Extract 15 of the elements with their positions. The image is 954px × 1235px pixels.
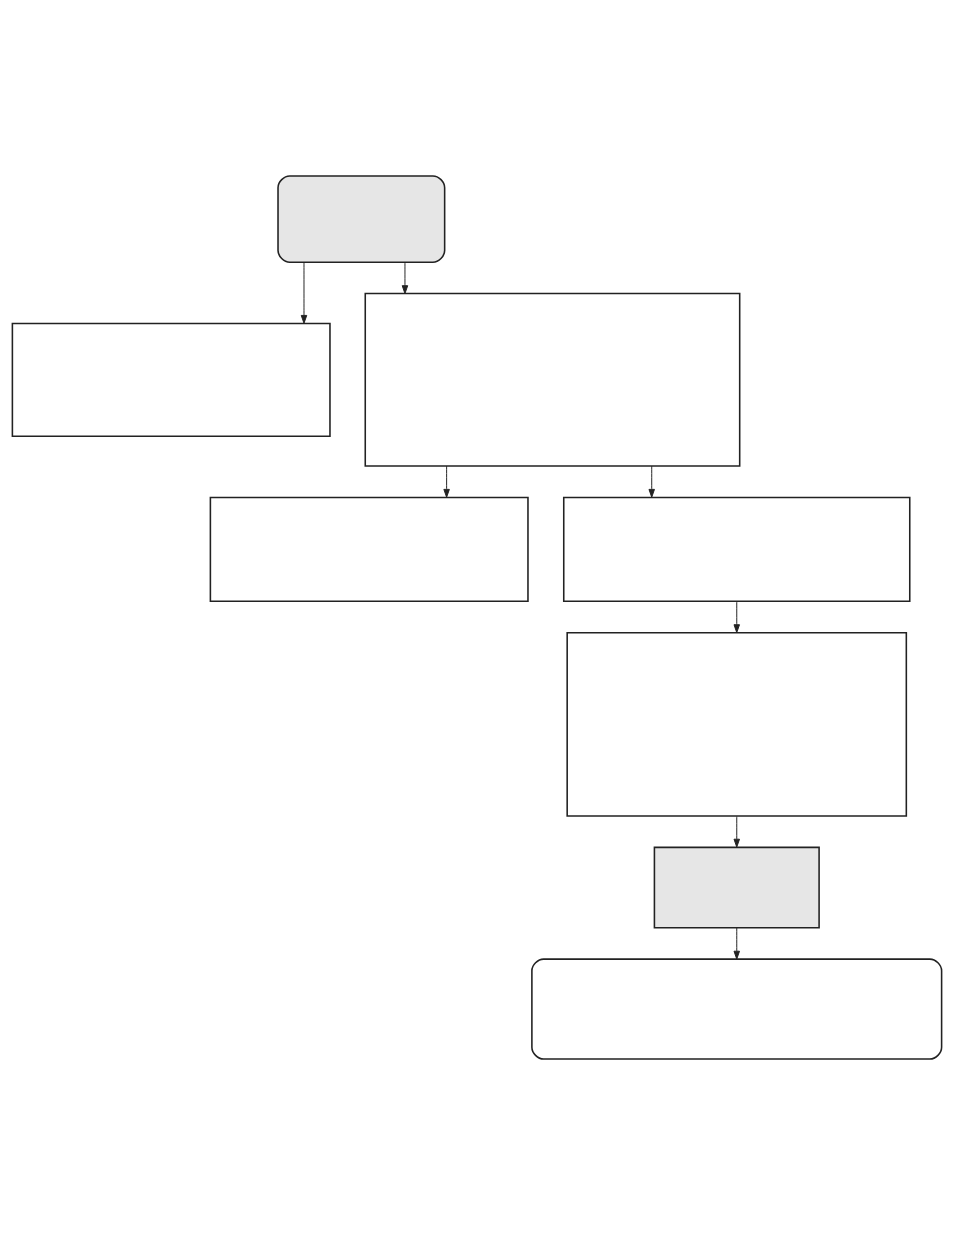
arrow (733, 815, 740, 848)
node-box (364, 292, 741, 467)
node-box (531, 958, 943, 1060)
node-box (653, 846, 820, 929)
node-box (566, 631, 908, 817)
arrow (733, 927, 740, 960)
node-box (11, 322, 331, 437)
arrow (648, 465, 655, 498)
arrow (443, 465, 450, 498)
arrow (300, 262, 308, 324)
arrow (733, 600, 740, 634)
node-box (562, 496, 911, 603)
node-box (209, 496, 529, 603)
node-box (277, 175, 446, 263)
arrow (401, 262, 409, 294)
